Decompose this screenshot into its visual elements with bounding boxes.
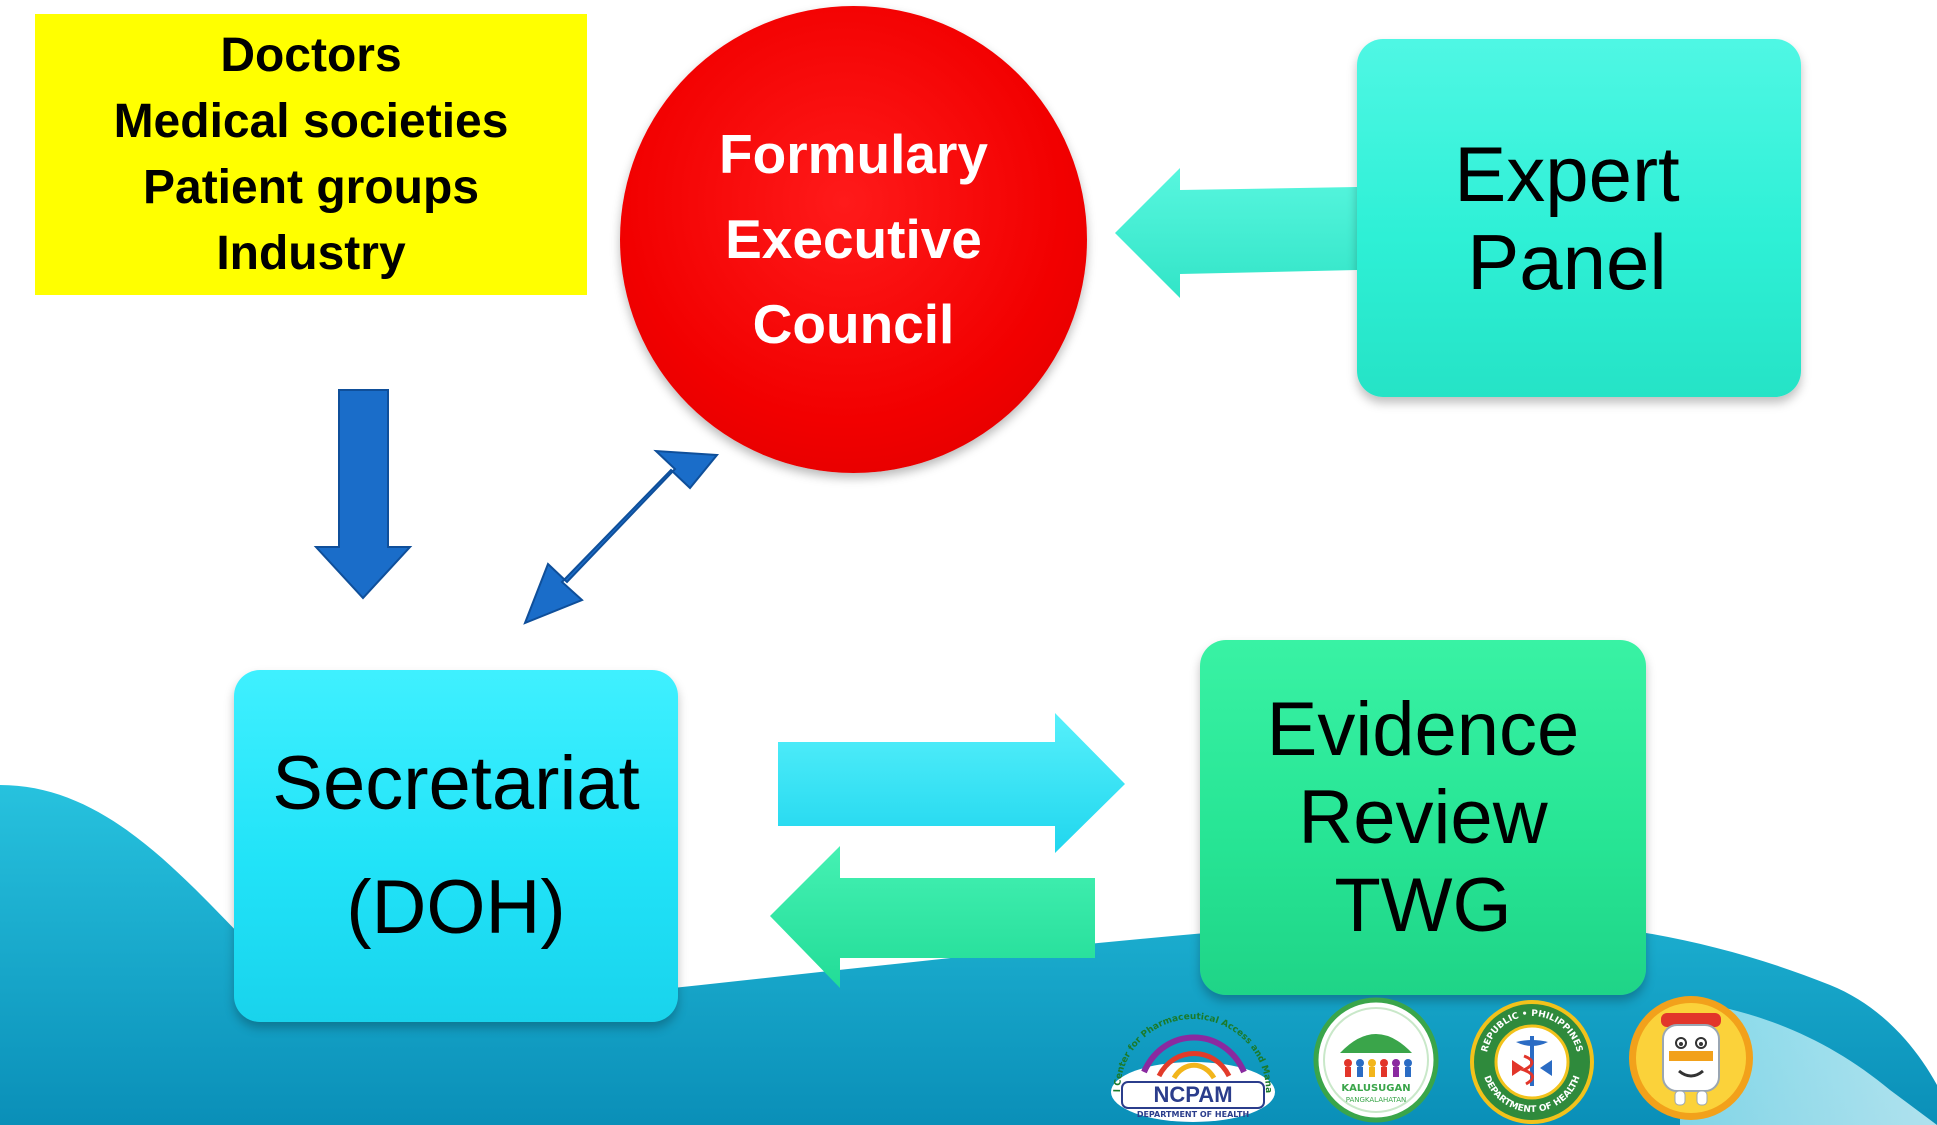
- stakeholder-industry: Industry: [216, 226, 406, 280]
- ncpam-subtitle: DEPARTMENT OF HEALTH: [1137, 1110, 1249, 1119]
- medicine-mascot-logo: [1623, 991, 1759, 1125]
- expert-panel-box: Expert Panel: [1357, 39, 1801, 397]
- evidence-line-2: Review: [1298, 774, 1548, 860]
- council-line-1: Formulary: [719, 123, 988, 185]
- secretariat-line-1: Secretariat: [272, 741, 640, 826]
- kalusugan-name: KALUSUGAN: [1341, 1083, 1410, 1094]
- evidence-review-box: Evidence Review TWG: [1200, 640, 1646, 995]
- stakeholder-doctors: Doctors: [220, 28, 402, 82]
- expert-to-council-arrow: [1115, 168, 1357, 298]
- double-arrow: [523, 449, 720, 625]
- evidence-line-3: TWG: [1334, 862, 1512, 948]
- medicine-mascot-icon: [1629, 996, 1753, 1120]
- council-line-2: Executive: [725, 208, 982, 270]
- evidence-line-1: Evidence: [1266, 686, 1580, 772]
- expert-line-2: Panel: [1467, 218, 1667, 306]
- formulary-executive-council-circle: Formulary Executive Council: [620, 6, 1087, 473]
- stakeholder-patient-groups: Patient groups: [142, 160, 480, 214]
- stakeholders-box: Doctors Medical societies Patient groups…: [35, 14, 587, 295]
- evidence-to-secretariat-arrow: [770, 846, 1095, 988]
- secretariat-line-2: (DOH): [346, 865, 566, 950]
- expert-line-1: Expert: [1454, 130, 1680, 218]
- down-arrow: [313, 389, 413, 600]
- kalusugan-subtitle: PANGKALAHATAN: [1346, 1096, 1407, 1104]
- council-line-3: Council: [752, 293, 955, 355]
- caduceus-icon: [1512, 1036, 1552, 1086]
- ncpam-name: NCPAM: [1153, 1082, 1232, 1107]
- stakeholder-medical-societies: Medical societies: [113, 94, 509, 148]
- secretariat-to-evidence-arrow: [778, 713, 1125, 853]
- wave-background: [0, 785, 1937, 1125]
- ncpam-logo: National Center for Pharmaceutical Acces…: [1104, 1006, 1282, 1122]
- people-icon: [1344, 1059, 1412, 1077]
- doh-seal-logo: REPUBLIC • PHILIPPINES DEPARTMENT OF HEA…: [1468, 998, 1595, 1125]
- secretariat-box: Secretariat (DOH): [234, 670, 678, 1022]
- kalusugan-logo: KALUSUGAN PANGKALAHATAN: [1310, 995, 1442, 1125]
